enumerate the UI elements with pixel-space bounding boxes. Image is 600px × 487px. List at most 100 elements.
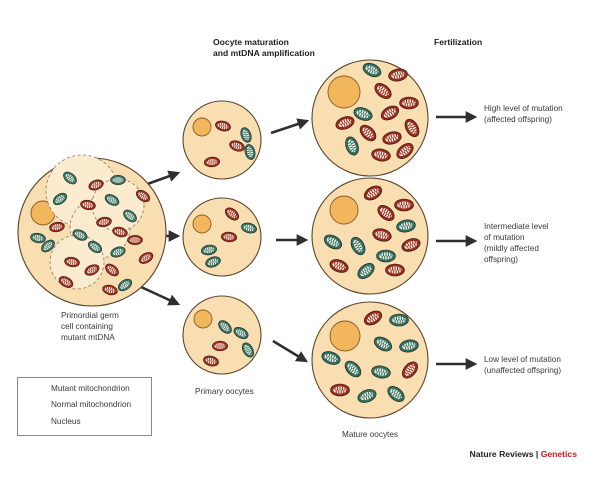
brand-separator: |	[533, 449, 541, 459]
normal-mitochondrion-icon	[357, 389, 377, 403]
mutant-mitochondrion-icon	[49, 221, 65, 233]
normal-mitochondrion-icon	[244, 144, 256, 160]
nucleus	[329, 320, 361, 352]
normal-mitochondrion-icon	[104, 194, 120, 206]
outcome-low-line2: (unaffected offspring)	[484, 366, 562, 375]
mutant-mitochondrion-icon	[64, 256, 80, 268]
mutant-mitochondrion-icon	[102, 284, 118, 296]
outcome-mid-line1: Intermediate level	[484, 222, 549, 231]
normal-mitochondrion-icon	[387, 386, 405, 402]
nucleus	[327, 75, 361, 109]
outcome-high-line1: High level of mutation	[484, 104, 563, 113]
mutant-mitochondrion-icon	[380, 105, 400, 121]
mutant-mitochondrion-icon	[388, 68, 408, 82]
mutant-mitochondrion-icon	[401, 238, 421, 252]
normal-mitochondrion-icon	[376, 249, 396, 263]
normal-mitochondrion-icon	[87, 240, 103, 254]
legend-label-mutant: Mutant mitochondrion	[51, 384, 130, 393]
normal-mitochondrion-icon	[110, 174, 126, 186]
normal-mitochondrion-icon	[344, 360, 362, 378]
label-germ-cell-line2: cell containing	[61, 322, 113, 331]
mutant-mitochondrion-icon	[363, 185, 383, 201]
header-mtdna-amplification: and mtDNA amplification	[213, 48, 315, 58]
mutant-mitochondrion-icon	[399, 96, 419, 110]
label-primary-oocytes: Primary oocytes	[195, 387, 254, 396]
mutant-mitochondrion-icon	[402, 361, 418, 379]
mutant-mitochondrion-icon	[105, 263, 119, 277]
normal-mitochondrion-icon	[240, 127, 252, 143]
outcome-mid-line4: offspring)	[484, 255, 518, 264]
normal-mitochondrion-icon	[323, 234, 343, 250]
mutant-mitochondrion-icon	[363, 310, 383, 326]
mutant-mitochondrion-icon	[96, 216, 112, 228]
normal-mitochondrion-icon	[362, 62, 382, 78]
normal-mitochondrion-icon	[357, 263, 375, 279]
normal-mitochondrion-icon	[241, 222, 257, 234]
normal-mitochondrion-icon	[201, 244, 217, 256]
brand-journal: Genetics	[540, 449, 577, 459]
mutant-mitochondrion-icon	[385, 263, 405, 277]
normal-mitochondrion-icon	[72, 229, 88, 241]
mutant-mitochondrion-icon	[58, 276, 74, 288]
primordial-germ-cell	[17, 154, 167, 307]
mutant-mitochondrion-icon	[225, 207, 239, 221]
normal-mitochondrion-icon	[63, 171, 77, 185]
normal-mitochondrion-icon	[389, 313, 409, 327]
mutant-mitochondrion-icon	[382, 131, 402, 145]
normal-mitochondrion-icon	[321, 351, 341, 365]
mutant-mitochondrion-icon	[203, 355, 219, 367]
mutant-mitochondrion-icon	[229, 140, 245, 152]
mutant-mitochondrion-icon	[372, 228, 392, 242]
mutant-mitochondrion-icon	[88, 179, 104, 191]
mutant-mitochondrion-icon	[396, 143, 414, 159]
mutant-mitochondrion-icon	[329, 259, 349, 273]
mature-oocyte-high	[311, 59, 429, 177]
publisher-credit: Nature Reviews | Genetics	[469, 449, 577, 459]
normal-mitochondrion-icon	[396, 219, 416, 233]
mutant-mitochondrion-icon	[335, 116, 355, 130]
legend-label-nucleus: Nucleus	[51, 417, 81, 426]
mutant-mitochondrion-icon	[404, 118, 420, 138]
normal-mitochondrion-icon	[241, 342, 255, 358]
normal-mitochondrion-icon	[233, 326, 249, 340]
arrow-primary-to-mature-top	[270, 118, 310, 135]
mutant-mitochondrion-icon	[359, 124, 377, 142]
normal-mitochondrion-icon	[373, 336, 393, 352]
normal-mitochondrion-icon	[110, 246, 126, 258]
nucleus	[192, 214, 212, 234]
normal-mitochondrion-icon	[117, 278, 133, 292]
mutant-mitochondrion-icon	[394, 198, 414, 212]
mutant-mitochondrion-icon	[330, 383, 350, 397]
normal-mitochondrion-icon	[205, 256, 221, 268]
normal-mitochondrion-icon	[371, 365, 391, 379]
label-germ-cell-line1: Primordial germ	[61, 311, 119, 320]
mutant-mitochondrion-icon	[215, 120, 231, 132]
mutant-mitochondrion-icon	[377, 205, 395, 221]
header-oocyte-maturation: Oocyte maturation	[213, 37, 289, 47]
primary-oocyte-top	[182, 100, 262, 180]
mutant-mitochondrion-icon	[211, 340, 229, 352]
mutant-mitochondrion-icon	[135, 189, 151, 203]
nucleus	[329, 195, 359, 225]
nucleus	[192, 117, 212, 137]
mutant-mitochondrion-icon	[138, 252, 154, 264]
brand-name: Nature Reviews	[469, 449, 534, 459]
primary-oocyte-middle	[182, 197, 262, 277]
arrow-primary-to-mature-bottom	[272, 339, 309, 363]
label-germ-cell-line3: mutant mtDNA	[61, 333, 115, 342]
outcome-high-line2: (affected offspring)	[484, 115, 552, 124]
outcome-low-line1: Low level of mutation	[484, 355, 561, 364]
mature-oocyte-middle	[311, 177, 429, 295]
nucleus	[193, 309, 213, 329]
mature-oocyte-low	[311, 301, 429, 419]
normal-mitochondrion-icon	[353, 107, 373, 121]
legend: Mutant mitochondrion Normal mitochondrio…	[17, 377, 152, 436]
outcome-mid-line2: of mutation	[484, 233, 525, 242]
normal-mitochondrion-icon	[399, 339, 419, 353]
label-mature-oocytes: Mature oocytes	[342, 430, 398, 439]
mutant-mitochondrion-icon	[127, 234, 143, 246]
normal-mitochondrion-icon	[41, 239, 55, 253]
primary-oocyte-bottom	[182, 295, 262, 375]
mutant-mitochondrion-icon	[374, 83, 392, 99]
